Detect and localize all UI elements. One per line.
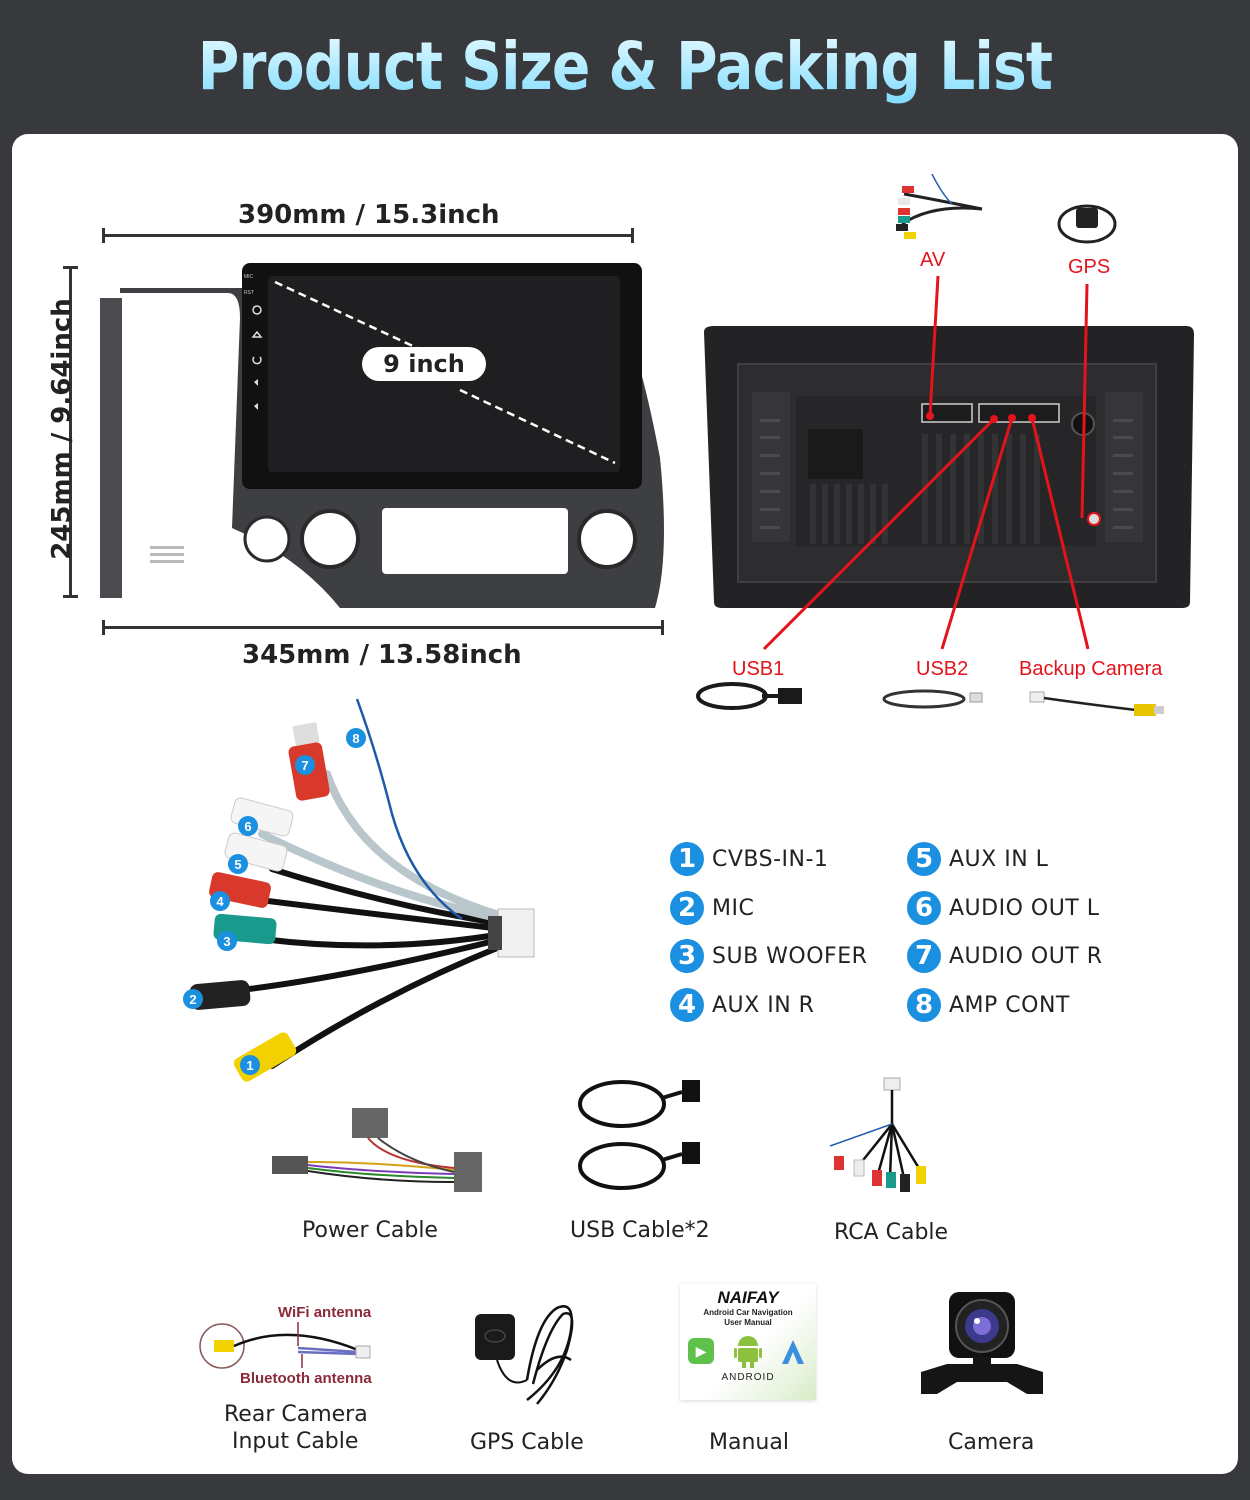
harness-badge-4: 4 (210, 891, 230, 911)
usb1-cable-thumb (696, 682, 802, 710)
knob-mid (300, 509, 360, 569)
legend-label-7: AUDIO OUT R (949, 943, 1103, 969)
back-icon (252, 356, 262, 365)
usb-cable-label: USB Cable*2 (570, 1218, 710, 1243)
display-slot (382, 508, 568, 574)
harness-badge-1: 1 (240, 1055, 260, 1075)
power-cable-label: Power Cable (302, 1218, 438, 1243)
gps-cable-label: GPS Cable (470, 1430, 584, 1455)
badge-7: 7 (907, 939, 941, 973)
manual-line2: User Manual (724, 1318, 772, 1327)
harness-badge-6: 6 (238, 816, 258, 836)
harness-badge-8: 8 (346, 728, 366, 748)
badge-2: 2 (670, 891, 704, 925)
wifi-antenna-label: WiFi antenna (278, 1304, 372, 1321)
rear-camera-input-cable-thumb (199, 1322, 371, 1369)
camera-label: Camera (948, 1430, 1035, 1455)
legend-label-6: AUDIO OUT L (949, 895, 1100, 921)
manual-thumb: NAIFAY Android Car Navigation User Manua… (680, 1284, 816, 1400)
badge-6: 6 (907, 891, 941, 925)
android-auto-icon (782, 1340, 804, 1364)
knob-left (243, 515, 291, 563)
rear-camera-cable-label-line2: Input Cable (232, 1429, 359, 1454)
connection-lines (762, 275, 1090, 651)
av-cable-thumb (896, 174, 983, 239)
usb1-label: USB1 (732, 658, 785, 680)
usb2-cable-thumb (882, 689, 983, 709)
android-icon (734, 1336, 762, 1368)
legend-item-4: 4 AUX IN R (670, 988, 814, 1022)
harness-badge-5: 5 (228, 854, 248, 874)
page-title: Product Size & Packing List (88, 28, 1163, 105)
badge-5: 5 (907, 842, 941, 876)
harness-badge-7: 7 (295, 755, 315, 775)
knob-right (577, 509, 637, 569)
legend-item-6: 6 AUDIO OUT L (907, 891, 1100, 925)
gps-cable-thumb (475, 1305, 574, 1405)
harness-badge-2: 2 (183, 989, 203, 1009)
legend-label-1: CVBS-IN-1 (712, 846, 829, 872)
height-line (63, 266, 78, 598)
rca-cable-label: RCA Cable (834, 1220, 949, 1245)
bluetooth-antenna-label: Bluetooth antenna (240, 1370, 372, 1387)
legend-label-5: AUX IN L (949, 846, 1049, 872)
gps-label: GPS (1068, 256, 1111, 278)
legend-label-2: MIC (712, 895, 755, 921)
legend-item-1: 1 CVBS-IN-1 (670, 842, 828, 876)
backup-camera-cable-thumb (1029, 691, 1164, 716)
power-cable-thumb (272, 1108, 482, 1192)
mic-label: MIC (244, 274, 254, 280)
vol-up-icon (254, 379, 258, 386)
rca-cable-thumb (829, 1077, 926, 1192)
vol-down-icon (254, 403, 258, 410)
android-wordmark: ANDROID (721, 1372, 775, 1383)
av-label: AV (920, 249, 946, 271)
manual-brand: NAIFAY (717, 1288, 779, 1307)
carplay-icon: ▶ (688, 1338, 714, 1364)
legend-item-3: 3 SUB WOOFER (670, 939, 867, 973)
manual-label: Manual (709, 1430, 789, 1455)
usb-cable-thumb (578, 1080, 700, 1190)
usb2-label: USB2 (916, 658, 969, 680)
badge-4: 4 (670, 988, 704, 1022)
badge-3: 3 (670, 939, 704, 973)
harness-badge-3: 3 (217, 931, 237, 951)
legend-item-2: 2 MIC (670, 891, 754, 925)
bezel-clips (100, 298, 122, 598)
legend-label-4: AUX IN R (712, 992, 815, 1018)
gps-antenna-thumb (1057, 204, 1117, 244)
power-icon (252, 305, 262, 315)
top-width-line (102, 228, 634, 243)
home-icon (251, 330, 263, 338)
badge-1: 1 (670, 842, 704, 876)
rear-camera-cable-label-line1: Rear Camera (224, 1402, 368, 1427)
badge-8: 8 (907, 988, 941, 1022)
head-unit-rear (704, 326, 1194, 608)
legend-item-8: 8 AMP CONT (907, 988, 1070, 1022)
legend-item-7: 7 AUDIO OUT R (907, 939, 1103, 973)
bottom-width-label: 345mm / 13.58inch (242, 640, 522, 670)
top-width-label: 390mm / 15.3inch (238, 200, 500, 230)
rca-harness-illustration (189, 698, 535, 1082)
backup-camera-label: Backup Camera (1019, 658, 1163, 680)
screen-size-badge: 9 inch (362, 347, 486, 381)
legend-item-5: 5 AUX IN L (907, 842, 1048, 876)
legend-label-3: SUB WOOFER (712, 943, 868, 969)
bezel-cutout (140, 316, 220, 446)
manual-line1: Android Car Navigation (703, 1308, 793, 1317)
legend-label-8: AMP CONT (949, 992, 1070, 1018)
bottom-width-line (102, 620, 664, 635)
camera-thumb (921, 1292, 1043, 1394)
content-card: 390mm / 15.3inch 245mm / 9.64inch MIC RS… (12, 134, 1238, 1474)
rst-label: RST (244, 290, 254, 296)
